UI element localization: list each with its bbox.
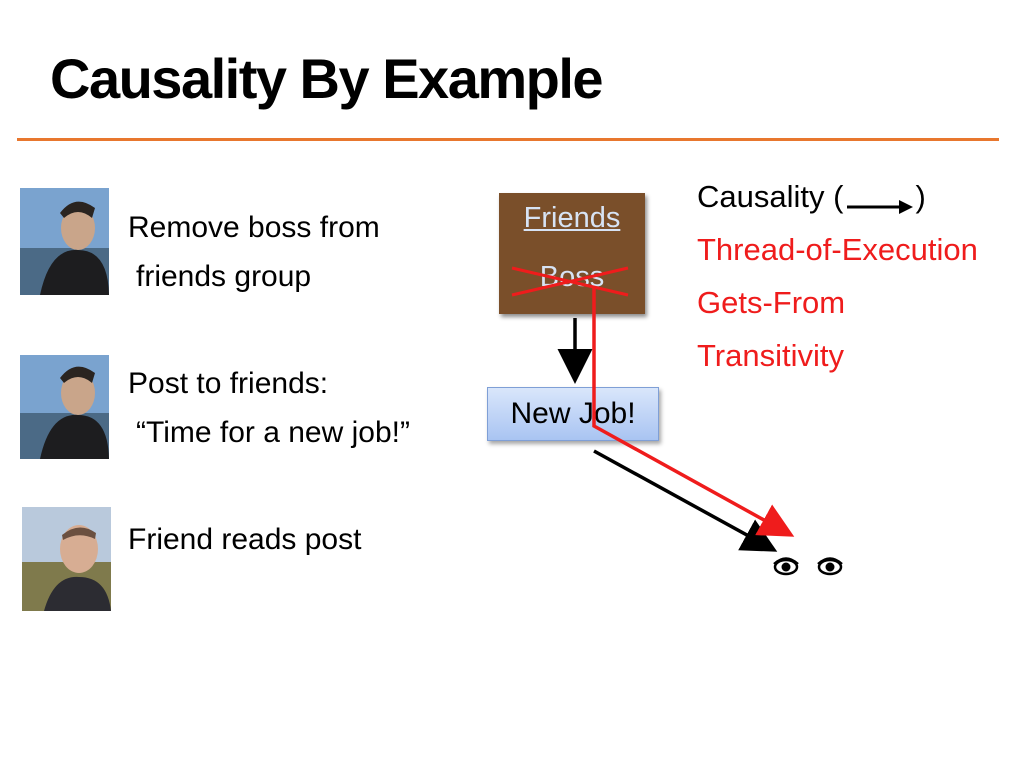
step-1-line-1: Remove boss from <box>128 211 380 244</box>
step-3-line-1: Friend reads post <box>128 523 362 556</box>
new-job-post-box: New Job! <box>487 387 659 441</box>
strike-through-icon <box>511 266 629 297</box>
causality-arrow-icon <box>843 189 915 214</box>
legend-causality-prefix: Causality ( <box>697 179 844 214</box>
legend-causality: Causality () <box>697 179 926 215</box>
step-2-text: Post to friends: “Time for a new job!” <box>128 359 410 457</box>
slide-title: Causality By Example <box>50 47 604 110</box>
legend-causality-suffix: ) <box>915 179 926 214</box>
step-3-text: Friend reads post <box>128 515 361 564</box>
person-photo-1 <box>20 188 109 295</box>
group-label: Friends <box>523 202 621 234</box>
legend-transitivity: Transitivity <box>697 338 844 373</box>
step-1-text: Remove boss from friends group <box>128 203 380 301</box>
step-1-line-2: friends group <box>136 260 312 293</box>
eyes-icon <box>773 557 843 576</box>
transitivity-path <box>592 287 795 537</box>
step-2-line-1: Post to friends: <box>128 367 329 400</box>
person-photo-3 <box>22 507 111 611</box>
legend-thread-of-execution: Thread-of-Execution <box>697 232 978 267</box>
step-2-line-2: “Time for a new job!” <box>136 416 410 449</box>
title-divider <box>17 138 999 141</box>
person-photo-2 <box>20 355 109 459</box>
legend-gets-from: Gets-From <box>697 285 846 320</box>
causality-arrow-post-to-reader <box>593 449 778 552</box>
